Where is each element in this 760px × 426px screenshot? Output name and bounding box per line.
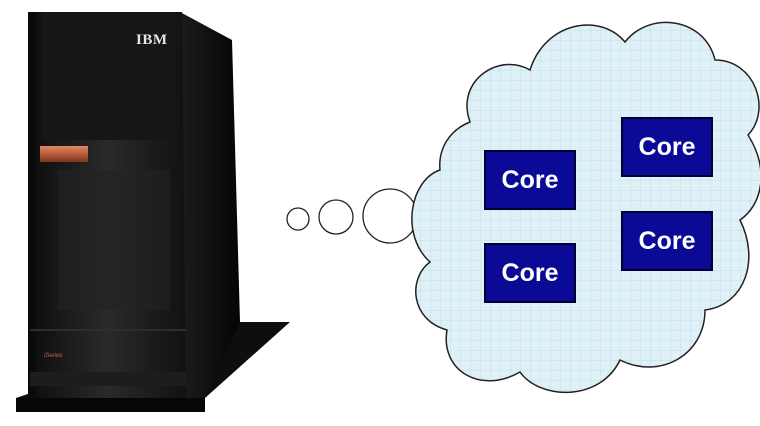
core-box-1: Core (484, 150, 576, 210)
server-side-panel (180, 12, 240, 398)
core-label: Core (638, 132, 696, 161)
core-label: Core (638, 226, 696, 255)
copper-accent (40, 146, 88, 162)
core-label: Core (501, 165, 559, 194)
core-box-2: Core (621, 117, 713, 177)
thought-circle-medium (318, 199, 354, 235)
core-label: Core (501, 258, 559, 287)
core-box-4: Core (621, 211, 713, 271)
thought-cloud (411, 21, 760, 393)
server-tower (16, 12, 290, 412)
ibm-logo-text: IBM (136, 32, 168, 48)
core-box-3: Core (484, 243, 576, 303)
server-top-panel (42, 12, 174, 140)
thought-circle-small (286, 207, 310, 231)
server-badge-text: iSeries (44, 353, 63, 359)
thought-circle-large (362, 188, 418, 244)
